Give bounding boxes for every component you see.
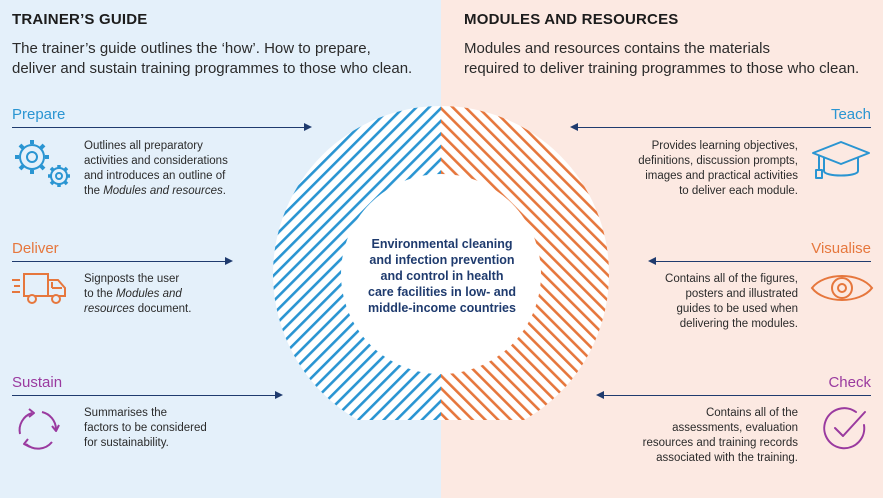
visualise-desc-line-1: Contains all of the figures,: [665, 273, 798, 285]
center-line-1: Environmental cleaning: [371, 237, 513, 251]
deliver-desc-line-3: resources document.: [84, 302, 244, 317]
right-intro-line-2: required to deliver training programmes …: [464, 60, 860, 77]
right-intro: Modules and resources contains the mater…: [464, 39, 880, 79]
right-heading: MODULES AND RESOURCES: [464, 11, 679, 28]
teach-description: Provides learning objectives, definition…: [600, 139, 798, 199]
check-arrowhead: [596, 391, 604, 399]
teach-label: Teach: [830, 106, 871, 123]
check-label: Check: [828, 374, 871, 391]
visualise-description: Contains all of the figures, posters and…: [600, 272, 798, 332]
teach-desc-line-4: to deliver each module.: [679, 185, 798, 197]
deliver-desc-line-1: Signposts the user: [84, 273, 180, 285]
left-intro: The trainer’s guide outlines the ‘how’. …: [12, 39, 437, 79]
deliver-arrow-line: [12, 261, 226, 262]
visualise-desc-line-2: posters and illustrated: [685, 288, 798, 300]
visualise-label: Visualise: [811, 240, 871, 257]
check-desc-line-3: resources and training records: [642, 437, 798, 449]
check-desc-line-2: assessments, evaluation: [672, 422, 798, 434]
prepare-desc-line-2: activities and considerations: [84, 155, 228, 167]
eye-icon: [810, 275, 874, 301]
left-intro-line-1: The trainer’s guide outlines the ‘how’. …: [12, 40, 371, 57]
center-line-3: and control in health: [380, 269, 504, 283]
visualise-desc-line-3: guides to be used when: [676, 303, 798, 315]
prepare-desc-line-4-pre: the: [84, 185, 104, 197]
prepare-arrowhead: [304, 123, 312, 131]
check-description: Contains all of the assessments, evaluat…: [580, 406, 798, 466]
sustain-arrow-line: [12, 395, 276, 396]
delivery-truck-icon: [12, 273, 66, 304]
sustain-desc-line-2: factors to be considered: [84, 422, 207, 434]
deliver-desc-line-2-pre: to the: [84, 288, 116, 300]
check-arrow-line: [604, 395, 871, 396]
visualise-arrow-line: [656, 261, 871, 262]
prepare-desc-line-4: the Modules and resources.: [84, 184, 254, 199]
visualise-arrowhead: [648, 257, 656, 265]
right-intro-line-1: Modules and resources contains the mater…: [464, 40, 770, 57]
sustain-description: Summarises the factors to be considered …: [84, 406, 254, 451]
deliver-description: Signposts the user to the Modules and re…: [84, 272, 244, 317]
sustain-desc-line-1: Summarises the: [84, 407, 168, 419]
prepare-description: Outlines all preparatory activities and …: [84, 139, 254, 199]
prepare-desc-line-4-post: .: [222, 185, 226, 197]
center-line-5: middle-income countries: [368, 301, 516, 315]
prepare-desc-line-3: and introduces an outline of: [84, 170, 226, 182]
teach-arrow-line: [578, 127, 871, 128]
prepare-arrow-line: [12, 127, 305, 128]
sustain-arrowhead: [275, 391, 283, 399]
center-line-4: care facilities in low- and: [368, 285, 516, 299]
left-intro-line-2: deliver and sustain training programmes …: [12, 60, 413, 77]
deliver-desc-line-3-post: document.: [134, 303, 192, 315]
left-heading: TRAINER’S GUIDE: [12, 11, 148, 28]
prepare-desc-line-1: Outlines all preparatory: [84, 140, 203, 152]
deliver-desc-line-3-em: resources: [84, 303, 135, 315]
check-desc-line-4: associated with the training.: [656, 452, 798, 464]
gears-icon: [15, 140, 70, 187]
deliver-desc-line-2: to the Modules and: [84, 287, 244, 302]
teach-arrowhead: [570, 123, 578, 131]
deliver-desc-line-2-em: Modules and: [115, 288, 182, 300]
visualise-desc-line-4: delivering the modules.: [679, 318, 798, 330]
teach-desc-line-3: images and practical activities: [645, 170, 798, 182]
deliver-label: Deliver: [12, 240, 59, 257]
check-circle-icon: [823, 407, 866, 450]
teach-desc-line-1: Provides learning objectives,: [651, 140, 798, 152]
prepare-label: Prepare: [12, 106, 66, 123]
circle-inner-disc: [341, 174, 541, 374]
center-line-2: and infection prevention: [369, 253, 515, 267]
graduation-cap-icon: [812, 141, 870, 179]
sustain-label: Sustain: [12, 374, 63, 391]
prepare-desc-line-4-em: Modules and resources: [103, 185, 223, 197]
deliver-arrowhead: [225, 257, 233, 265]
recycle-arrows-icon: [18, 408, 60, 450]
sustain-desc-line-3: for sustainability.: [84, 437, 169, 449]
check-desc-line-1: Contains all of the: [705, 407, 798, 419]
center-title: Environmental cleaning and infection pre…: [352, 236, 532, 316]
teach-desc-line-2: definitions, discussion prompts,: [638, 155, 798, 167]
